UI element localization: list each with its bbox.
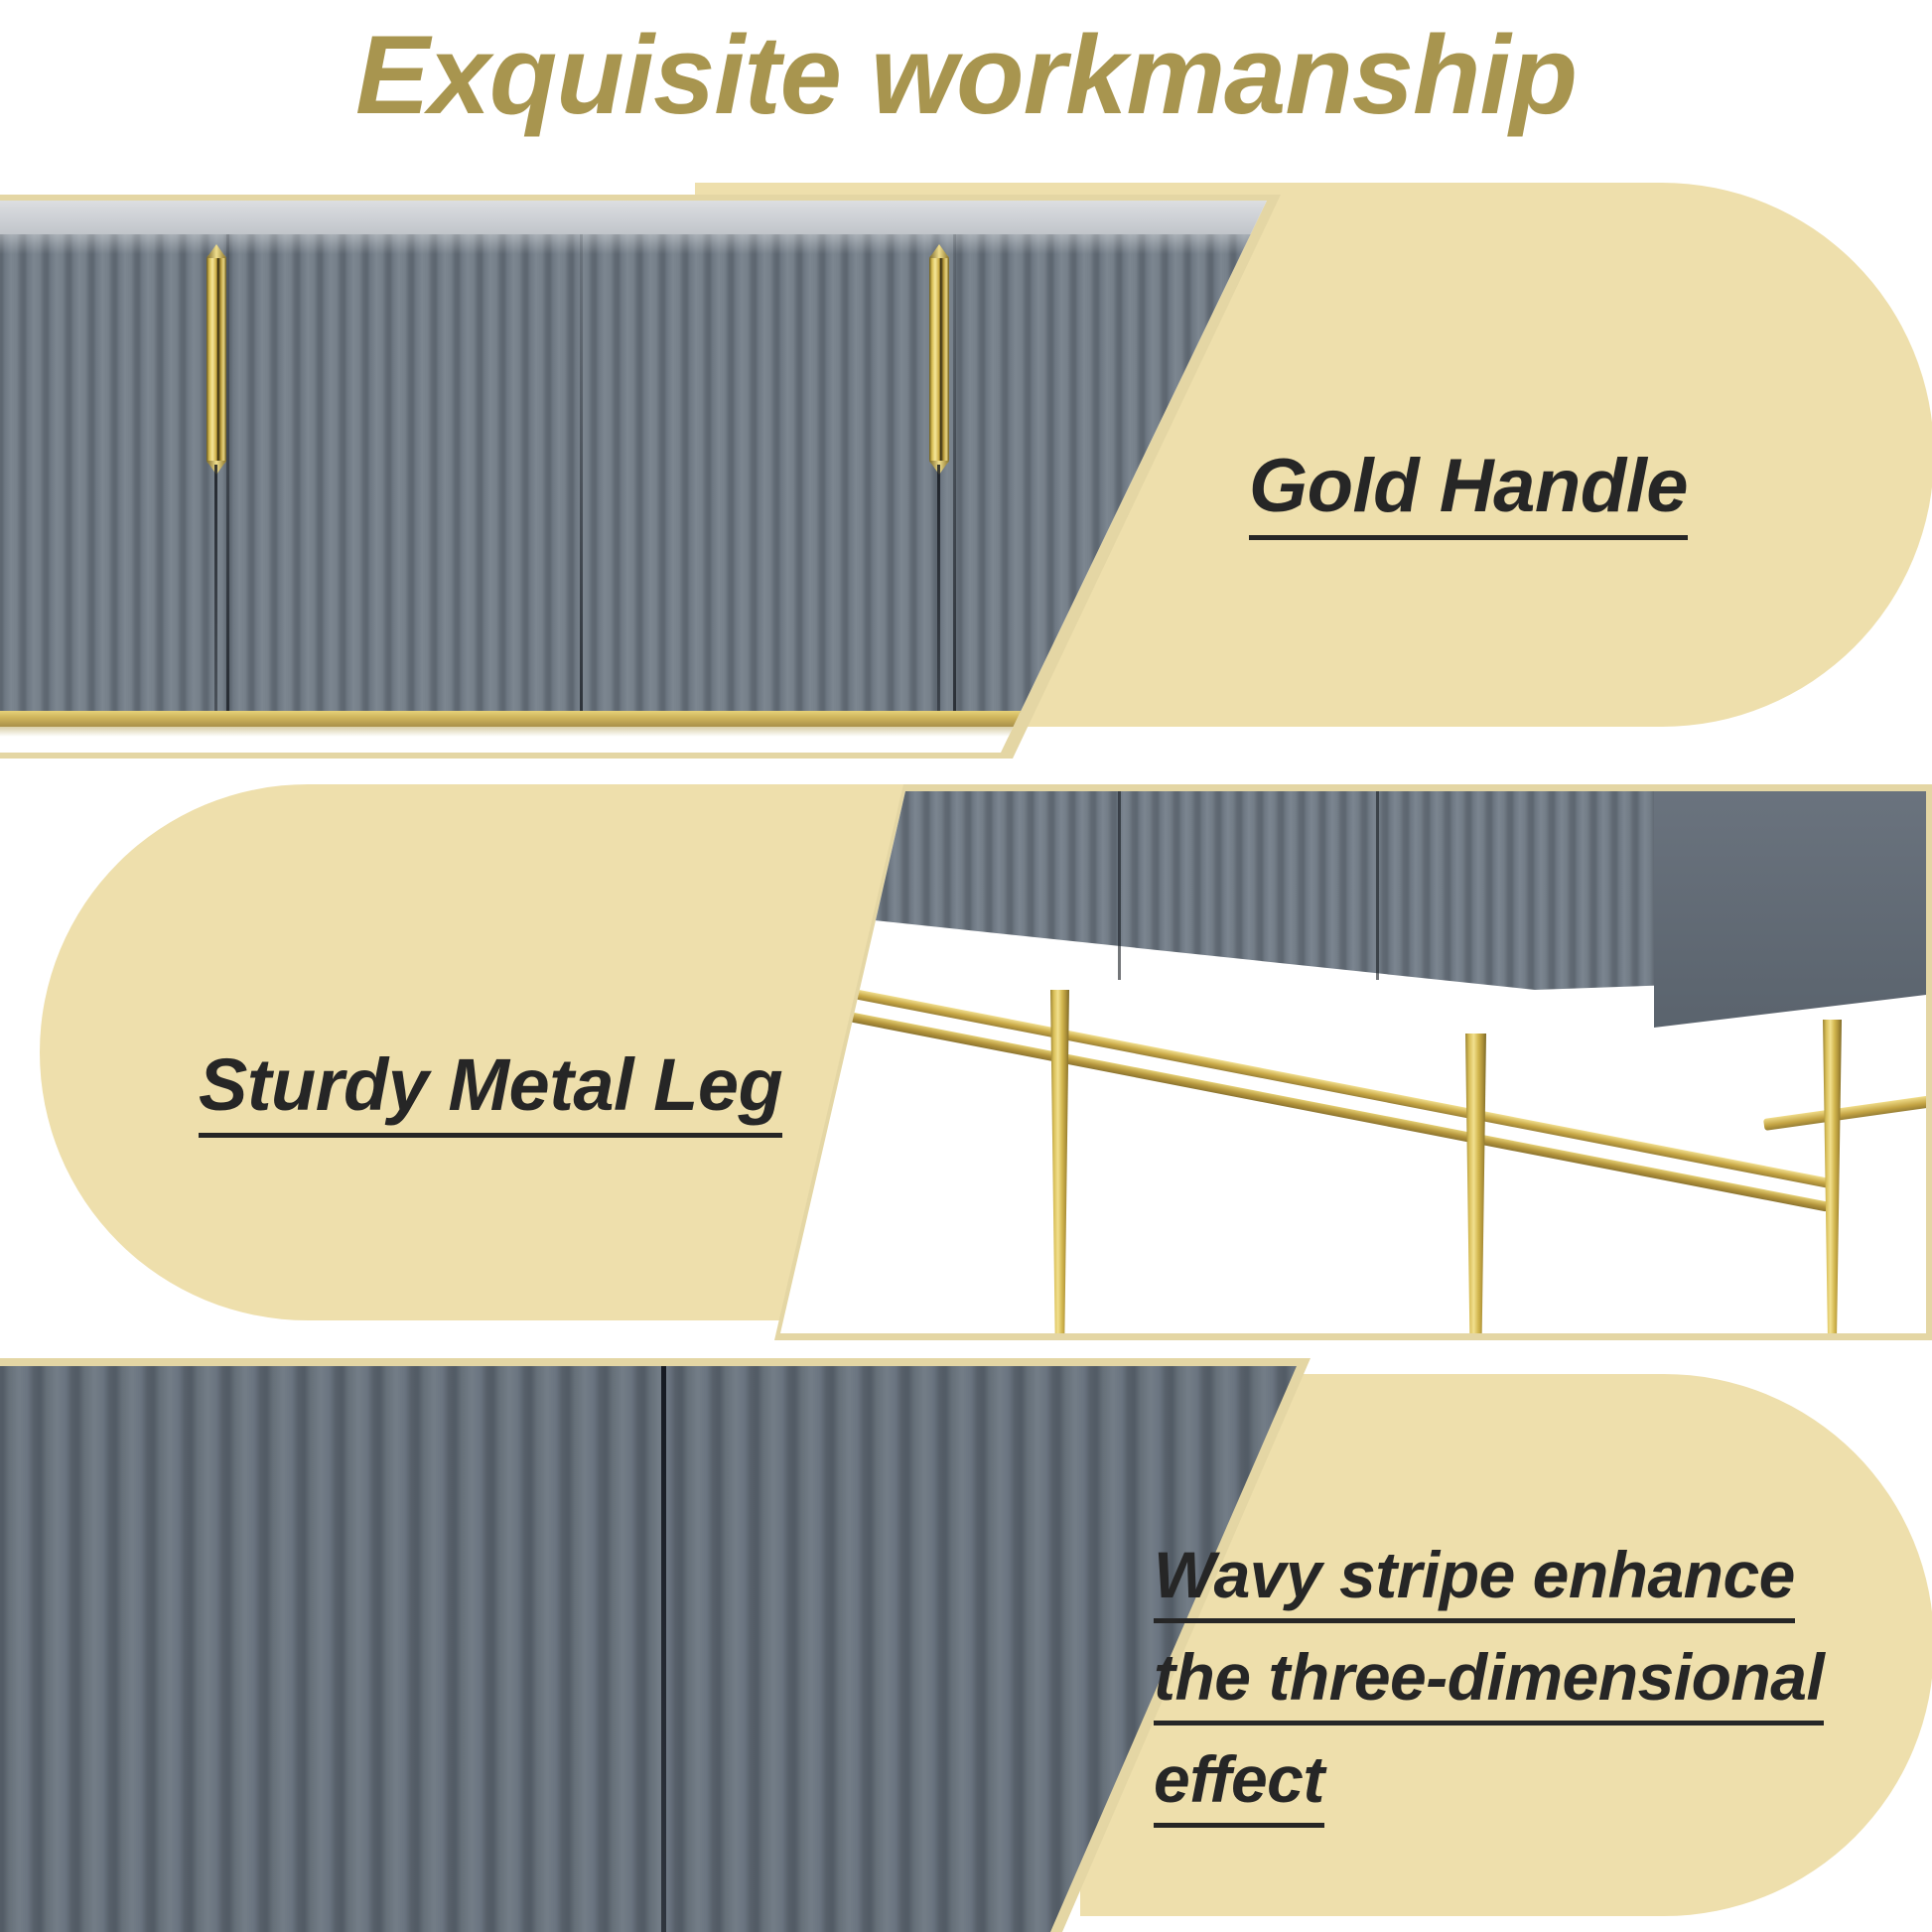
cabinet-top-surface — [0, 201, 1267, 236]
page-title: Exquisite workmanship — [355, 13, 1578, 137]
product-photo-gold-handle — [0, 195, 1281, 759]
gold-metal-leg — [1823, 1020, 1842, 1333]
gold-metal-leg — [1465, 1034, 1486, 1333]
gold-base-strip — [0, 711, 1267, 727]
photo-inner — [780, 791, 1926, 1333]
door-seam — [1376, 791, 1379, 980]
door-seam — [953, 234, 956, 713]
gold-metal-leg — [1050, 990, 1069, 1333]
photo-inner — [0, 1366, 1297, 1932]
door-gap-line — [214, 465, 217, 713]
feature-label-line: Gold Handle — [1249, 443, 1689, 540]
product-photo-sturdy-metal-leg — [774, 784, 1932, 1340]
door-seam — [1118, 791, 1121, 980]
gold-support-rail — [1763, 1095, 1926, 1131]
cabinet-side-panel — [1654, 791, 1926, 1028]
feature-label-gold-handle: Gold Handle — [1249, 443, 1689, 540]
feature-section-gold-handle: Gold Handle — [0, 183, 1932, 759]
feature-label-line: Wavy stripe enhance — [1154, 1537, 1795, 1623]
feature-label-wavy-stripe: Wavy stripe enhance the three-dimensiona… — [1154, 1537, 1825, 1828]
feature-label-line: effect — [1154, 1741, 1324, 1828]
gold-handle-icon — [207, 254, 226, 465]
door-seam — [226, 234, 229, 713]
feature-label-sturdy-metal-leg: Sturdy Metal Leg — [199, 1042, 783, 1138]
gold-support-rail — [796, 1002, 1830, 1212]
photo-inner — [0, 201, 1267, 753]
door-seam — [661, 1366, 666, 1932]
product-photo-wavy-stripe — [0, 1358, 1311, 1932]
door-seam — [580, 234, 583, 713]
feature-label-line: Sturdy Metal Leg — [199, 1042, 783, 1138]
base-shadow — [0, 727, 1267, 737]
door-gap-line — [937, 465, 940, 713]
feature-section-sturdy-metal-leg: Sturdy Metal Leg — [0, 764, 1932, 1340]
feature-label-line: the three-dimensional — [1154, 1639, 1825, 1725]
gold-handle-icon — [929, 254, 949, 465]
feature-section-wavy-stripe: Wavy stripe enhance the three-dimensiona… — [0, 1358, 1932, 1932]
